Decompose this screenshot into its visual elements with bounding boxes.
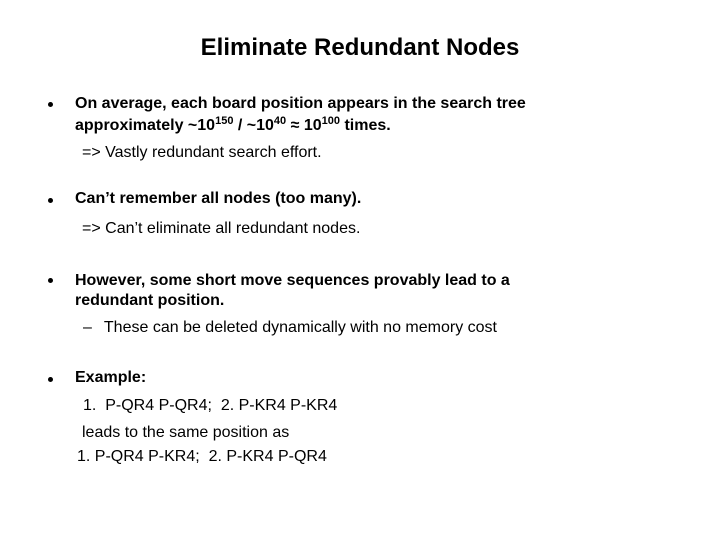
- bullet-dot: [48, 278, 53, 283]
- bullet1-line2-mid2: ≈ 10: [286, 117, 322, 134]
- bullet-dot: [48, 377, 53, 382]
- bullet3-subline: –These can be deleted dynamically with n…: [83, 318, 497, 338]
- bullet1-subline: => Vastly redundant search effort.: [82, 144, 322, 161]
- exponent-40: 40: [273, 115, 287, 127]
- bullet-dot: [48, 102, 53, 107]
- bullet4-line2: 1. P-QR4 P-QR4; 2. P-KR4 P-KR4: [83, 397, 338, 414]
- bullet4-line3: leads to the same position as: [82, 424, 290, 441]
- bullet3-subline-text: These can be deleted dynamically with no…: [103, 319, 497, 336]
- bullet2-subline: => Can’t eliminate all redundant nodes.: [82, 220, 361, 237]
- bullet1-line2-mid1: / ~10: [233, 117, 274, 134]
- bullet1-line2-post: times.: [340, 117, 391, 134]
- bullet3-line1: However, some short move sequences prova…: [75, 272, 510, 289]
- bullet2-line1: Can’t remember all nodes (too many).: [75, 190, 362, 207]
- bullet4-line1: Example:: [75, 369, 147, 386]
- exponent-150: 150: [215, 115, 234, 127]
- bullet-dot: [48, 198, 53, 203]
- bullet1-line1: On average, each board position appears …: [75, 95, 526, 112]
- slide-title: Eliminate Redundant Nodes: [200, 34, 520, 61]
- bullet3-line2: redundant position.: [75, 292, 225, 309]
- dash-marker: –: [83, 319, 92, 336]
- bullet1-line2: approximately ~10150 / ~1040 ≈ 10100 tim…: [75, 115, 391, 137]
- bullet1-line2-pre: approximately ~10: [75, 117, 216, 134]
- exponent-100: 100: [321, 115, 340, 127]
- bullet4-line4: 1. P-QR4 P-KR4; 2. P-KR4 P-QR4: [77, 448, 327, 465]
